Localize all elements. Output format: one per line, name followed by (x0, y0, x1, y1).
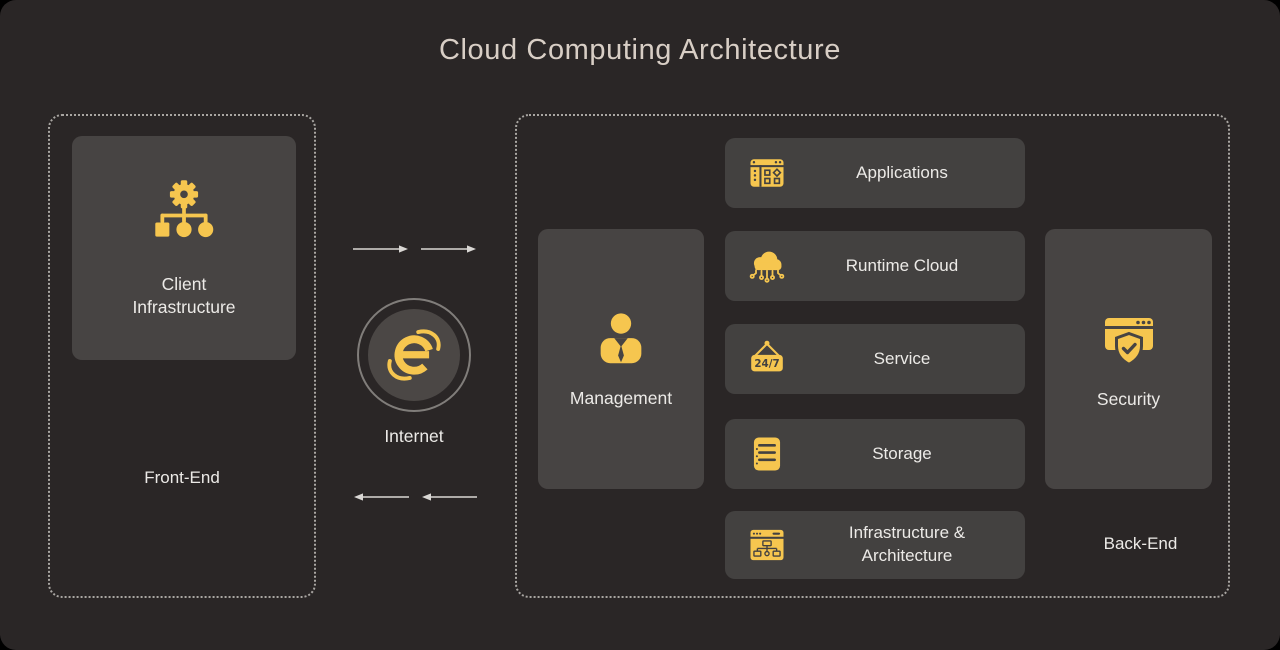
security-card: Security (1045, 229, 1212, 489)
security-shield-icon (1097, 308, 1161, 372)
security-label: Security (1096, 388, 1161, 409)
management-card: Management (538, 229, 704, 489)
infrastructure-architecture-row: Infrastructure & Architecture (725, 511, 1025, 579)
client-infrastructure-icon (145, 177, 223, 255)
applications-row: Applications (725, 138, 1025, 208)
infrastructure-architecture-icon (745, 523, 789, 567)
page-title: Cloud Computing Architecture (438, 34, 842, 66)
management-label: Management (569, 387, 673, 408)
service-label: Service (873, 348, 931, 368)
arrows-left-icon (352, 491, 478, 503)
internet-label: Internet (384, 426, 444, 446)
service-24-7-sign-icon: 24/7 (745, 337, 789, 381)
client-infrastructure-card: Client Infrastructure (72, 136, 296, 360)
runtime-cloud-row: Runtime Cloud (725, 231, 1025, 301)
infrastructure-architecture-label: Infrastructure & Architecture (848, 523, 966, 565)
internet-node (357, 298, 471, 412)
back-end-label: Back-End (1103, 534, 1178, 553)
manager-icon (590, 309, 652, 371)
client-infrastructure-label: Client Infrastructure (132, 274, 236, 317)
storage-row: Storage (725, 419, 1025, 489)
front-end-group: Client Infrastructure Front-End (48, 114, 316, 598)
service-sign-text: 24/7 (754, 358, 779, 370)
internet-explorer-icon (385, 326, 443, 384)
back-end-group: Management (515, 114, 1230, 598)
applications-window-icon (745, 151, 789, 195)
storage-server-icon (745, 432, 789, 476)
service-row: 24/7 Service (725, 324, 1025, 394)
internet-circle (368, 309, 460, 401)
front-end-label: Front-End (144, 468, 220, 487)
storage-label: Storage (872, 443, 932, 463)
arrows-right-icon (352, 243, 478, 255)
runtime-cloud-icon (745, 244, 789, 288)
applications-label: Applications (856, 162, 948, 182)
runtime-cloud-label: Runtime Cloud (845, 255, 959, 275)
